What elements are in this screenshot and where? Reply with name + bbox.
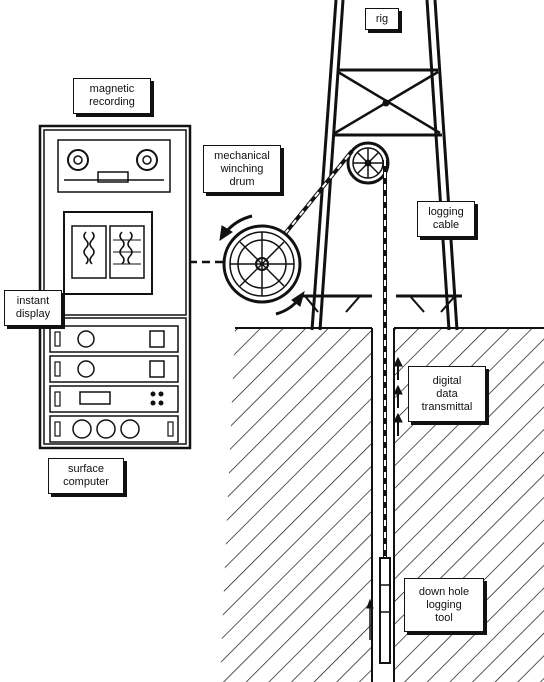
- label-text: down hole: [418, 585, 470, 598]
- label-rig: rig: [365, 8, 399, 30]
- label-instant-display: instant display: [4, 290, 62, 326]
- data-transmittal-arrows: [366, 356, 403, 640]
- label-text: digital: [432, 374, 462, 387]
- label-rig-text: rig: [375, 12, 389, 25]
- rotation-arrows: [219, 214, 305, 316]
- label-down-hole-logging-tool: down hole logging tool: [404, 578, 484, 632]
- label-text: recording: [89, 96, 135, 108]
- label-magnetic-recording: magnetic recording: [73, 78, 151, 114]
- label-text: magnetic: [89, 83, 135, 95]
- label-text: winching: [220, 162, 264, 175]
- label-text: mechanical: [214, 149, 270, 162]
- label-text: surface: [67, 463, 105, 475]
- label-surface-computer: surface computer: [48, 458, 124, 494]
- label-text: cable: [432, 219, 460, 231]
- label-text: data: [436, 387, 458, 400]
- label-text: display: [15, 308, 51, 320]
- label-logging-cable: logging cable: [417, 201, 475, 237]
- sheave-wheel: [346, 141, 390, 185]
- label-text: computer: [63, 476, 109, 488]
- label-text: logging: [426, 598, 462, 611]
- label-digital-data-transmittal: digital data transmittal: [408, 366, 486, 422]
- label-text: drum: [229, 175, 255, 188]
- label-mechanical-winching-drum: mechanical winching drum: [203, 145, 281, 193]
- rig-derrick: [300, 0, 462, 331]
- label-text: transmittal: [421, 400, 473, 413]
- surface-computer-cabinet: [38, 124, 192, 450]
- label-text: tool: [435, 611, 453, 624]
- down-hole-tool: [379, 557, 391, 664]
- label-text: logging: [428, 206, 464, 218]
- label-text: instant: [16, 295, 50, 307]
- winching-drum: [222, 224, 302, 304]
